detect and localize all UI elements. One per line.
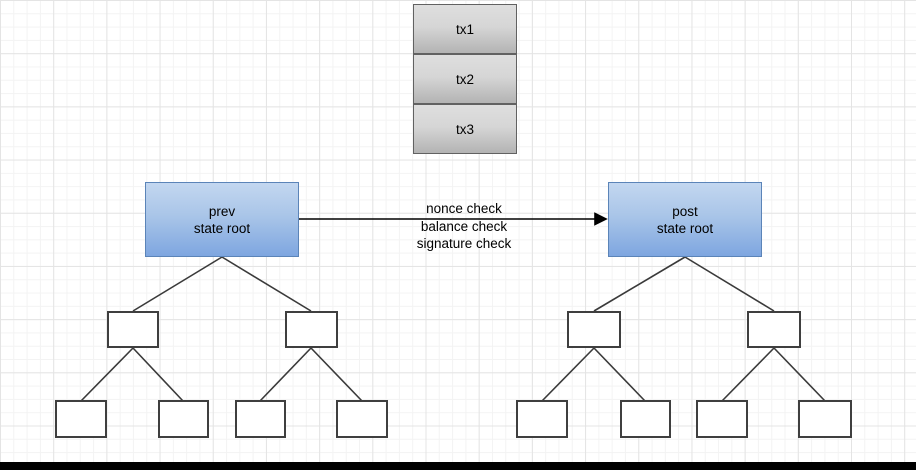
post-tree-leaf-4	[798, 400, 852, 438]
post-state-root-box: post state root	[608, 182, 762, 257]
prev-state-root-box: prev state root	[145, 182, 299, 257]
prev-tree-leaf-3	[235, 400, 286, 438]
prev-tree-leaf-2	[158, 400, 209, 438]
post-tree-leaf-3	[696, 400, 748, 438]
tx1-box: tx1	[413, 4, 517, 54]
post-tree-leaf-1	[516, 400, 568, 438]
balance-check-label: balance check	[420, 218, 508, 234]
prev-tree-leaf-4	[336, 400, 388, 438]
tx3-box: tx3	[413, 104, 517, 154]
prev-tree-leaf-1	[55, 400, 107, 438]
prev-tree-mid-right	[285, 311, 338, 348]
post-tree-mid-left	[567, 311, 621, 348]
post-tree-leaf-2	[620, 400, 671, 438]
transition-checks-label: nonce check balance check signature chec…	[364, 200, 564, 253]
post-tree-mid-right	[747, 311, 801, 348]
prev-tree-mid-left	[107, 311, 159, 348]
nonce-check-label: nonce check	[426, 201, 502, 216]
bottom-black-bar	[0, 462, 916, 470]
signature-check-label: signature check	[416, 236, 512, 251]
tx2-box: tx2	[413, 54, 517, 104]
